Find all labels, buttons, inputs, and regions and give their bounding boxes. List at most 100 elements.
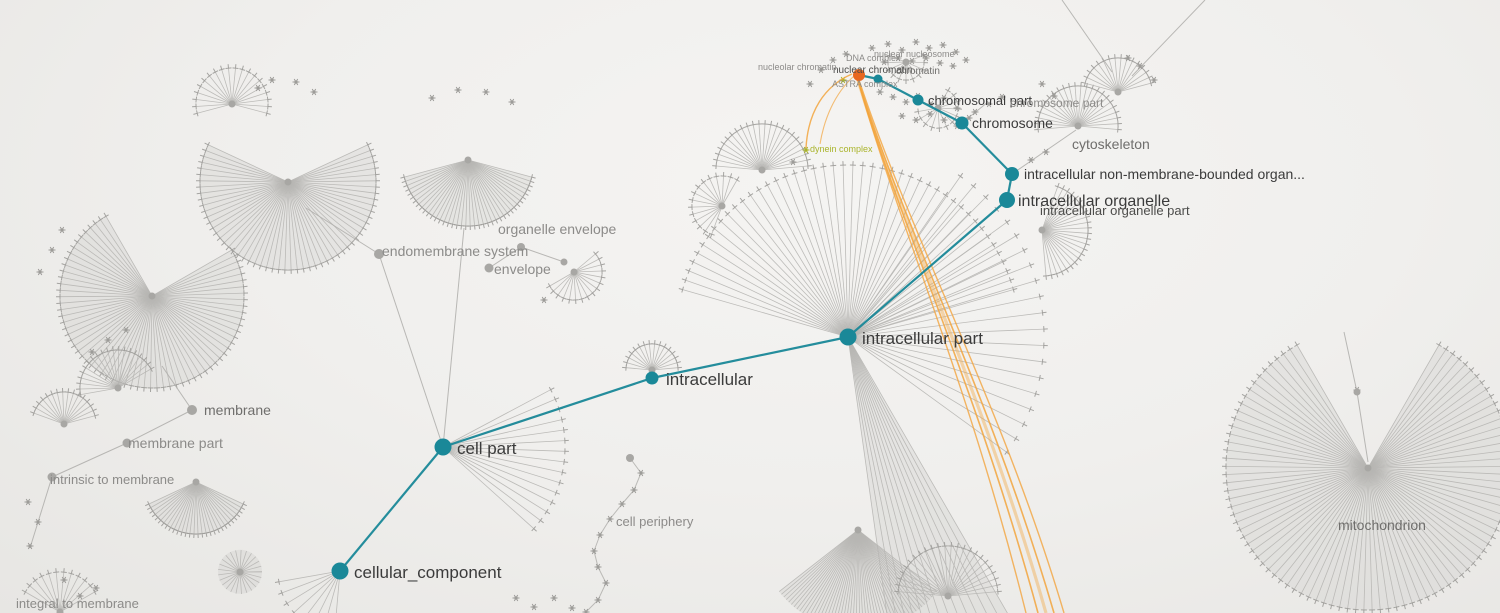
fan-spoke	[151, 295, 221, 359]
leaf-tick	[695, 184, 699, 188]
fan-spoke	[750, 195, 849, 338]
node-nuclear-chromatin-selected[interactable]	[853, 69, 865, 81]
fan-spoke	[287, 181, 360, 234]
label-nucleolar-chromatin[interactable]: nucleolar chromatin	[758, 62, 837, 72]
label-nuclear-nucleosome[interactable]: nuclear nucleosome	[874, 49, 955, 59]
leaf-tick	[225, 246, 230, 251]
leaf-tick	[136, 354, 143, 359]
label-intracellular-part[interactable]: intracellular part	[862, 329, 983, 348]
leaf-tick	[56, 388, 58, 393]
label-intrinsic-to-membrane[interactable]: intrinsic to membrane	[50, 472, 174, 487]
label-endomembrane-system[interactable]: endomembrane system	[382, 243, 528, 259]
leaf-tick	[1070, 265, 1074, 270]
label-chromosome[interactable]: chromosome	[972, 115, 1053, 131]
leaf-tick	[237, 259, 242, 263]
leaf-tick	[59, 321, 64, 324]
leaf-node-sprite	[971, 108, 979, 116]
label-cellular-component[interactable]: cellular_component	[354, 563, 502, 582]
label-envelope[interactable]: envelope	[494, 261, 551, 277]
leaf-tick	[1039, 295, 1044, 298]
leaf-tick	[1467, 568, 1471, 573]
fan-spoke	[107, 351, 119, 389]
leaf-tick	[1487, 543, 1492, 547]
leaf-tick	[563, 458, 565, 465]
label-chromosomal-part[interactable]: chromosomal part	[928, 93, 1032, 108]
label-cell-periphery[interactable]: cell periphery	[616, 514, 694, 529]
node-non-membrane-bounded-organelle[interactable]	[1005, 167, 1019, 181]
highlight-path-edge	[961, 122, 1013, 175]
fan-spoke	[847, 336, 1031, 410]
fan-spoke	[1226, 457, 1369, 469]
label-cell-part[interactable]: cell part	[457, 439, 517, 458]
leaf-tick	[1034, 116, 1039, 119]
node-chromosome[interactable]	[955, 116, 969, 130]
leaf-tick	[957, 542, 959, 548]
fan-spoke	[112, 350, 119, 389]
label-intracellular-organelle[interactable]: intracellular organelle	[1018, 193, 1170, 210]
leaf-node-sprite	[940, 116, 948, 124]
leaf-tick	[963, 544, 966, 549]
leaf-tick	[1468, 367, 1474, 373]
leaf-tick	[674, 355, 679, 359]
fan-spoke	[36, 407, 65, 425]
fan-spoke	[651, 357, 676, 371]
fan-spoke	[1289, 349, 1369, 469]
fan-spoke	[925, 550, 949, 597]
fan-spoke	[1367, 467, 1497, 530]
leaf-node-sprite	[902, 98, 910, 106]
leaf-tick	[1062, 185, 1065, 190]
leaf-tick	[519, 200, 524, 204]
label-organelle-envelope[interactable]: organelle envelope	[498, 221, 617, 237]
node-cell-part[interactable]	[434, 438, 452, 456]
label-chromosome-part[interactable]: chromosome part	[1010, 96, 1104, 110]
fan-spoke	[195, 481, 237, 515]
leaf-fan-envelope-fan	[546, 251, 607, 304]
label-non-membrane-bounded[interactable]: intracellular non-membrane-bounded organ…	[1024, 166, 1305, 182]
label-integral-to-membrane[interactable]: integral to membrane	[16, 596, 139, 611]
leaf-tick	[403, 185, 408, 188]
label-astra-complex[interactable]: ASTRA complex	[832, 79, 898, 89]
node-intracellular[interactable]	[645, 371, 659, 385]
leaf-tick	[1083, 75, 1088, 79]
label-intracellular[interactable]: intracellular	[666, 370, 753, 389]
label-nuclear-chromatin[interactable]: nuclear chromatin	[833, 65, 912, 76]
leaf-tick	[678, 288, 683, 291]
label-dna-complex[interactable]: DNA complex	[846, 53, 901, 63]
fan-spoke	[1367, 389, 1487, 469]
node-chromatin[interactable]	[873, 74, 883, 84]
node-intracellular-part[interactable]	[839, 328, 857, 346]
leaf-node-sprite	[1136, 62, 1144, 70]
leaf-tick	[235, 328, 239, 334]
label-membrane[interactable]: membrane	[204, 402, 271, 418]
node-intracellular-organelle[interactable]	[999, 192, 1015, 208]
leaf-tick	[903, 564, 908, 569]
node-chromosomal-part[interactable]	[912, 94, 924, 106]
leaf-tick	[1445, 345, 1449, 350]
leaf-node-sprite	[268, 76, 276, 84]
leaf-tick	[1081, 253, 1086, 257]
label-dynein-complex[interactable]: dynein complex	[810, 144, 873, 154]
label-membrane-part[interactable]: membrane part	[128, 435, 223, 451]
leaf-tick	[558, 479, 561, 486]
label-cytoskeleton[interactable]: cytoskeleton	[1072, 136, 1150, 152]
leaf-tick	[516, 203, 521, 208]
leaf-node-sprite	[550, 594, 558, 602]
fan-spoke	[442, 446, 565, 463]
fan-spoke	[207, 181, 289, 218]
leaf-tick	[252, 263, 256, 268]
node-cellular-component[interactable]	[331, 562, 349, 580]
leaf-fan-topright-fan	[1081, 54, 1155, 96]
label-mitochondrion[interactable]: mitochondrion	[1338, 517, 1426, 533]
fan-spoke	[847, 336, 896, 613]
leaf-node-sprite	[985, 100, 993, 108]
fan-spoke	[1077, 86, 1082, 127]
label-chromatin[interactable]: chromatin	[896, 66, 940, 77]
leaf-tick	[1056, 273, 1059, 278]
label-intracellular-organelle-part[interactable]: intracellular organelle part	[1040, 203, 1190, 218]
leaf-tick	[528, 185, 533, 188]
leaf-tick	[213, 530, 216, 535]
fan-spoke	[644, 344, 653, 371]
fan-spoke	[1227, 449, 1369, 469]
fan-spoke	[698, 186, 723, 207]
